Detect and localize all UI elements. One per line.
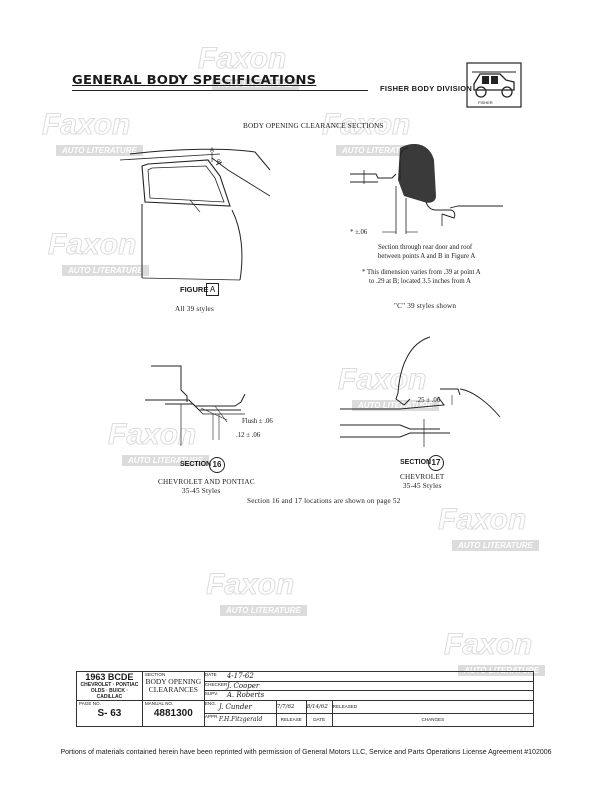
figure-a-point-a: A [210, 148, 215, 154]
date-label: DATE [204, 672, 217, 677]
section-17-number: 17 [428, 455, 444, 471]
division-name: FISHER BODY DIVISION [380, 84, 473, 93]
eng-date: 7/7/62 [276, 701, 306, 714]
page-heading: BODY OPENING CLEARANCE SECTIONS [243, 122, 384, 130]
manual-no-value: 4881300 [153, 708, 193, 719]
rear-section-note-2: to .29 at B; located 3.5 inches from A [369, 278, 471, 285]
checker-value: J. Cooper [226, 682, 260, 690]
rear-section-caption: "C" 39 styles shown [394, 302, 457, 310]
location-note: Section 16 and 17 locations are shown on… [247, 497, 401, 505]
release-column-label: RELEASE [280, 717, 302, 722]
title-block-section-1: BODY OPENING [145, 677, 202, 686]
rear-section-dimension: * ±.06 [350, 229, 368, 236]
section-16-flush-dim: Flush ± .06 [242, 418, 273, 425]
page-no-value: S- 63 [97, 708, 122, 719]
logo-caption: FISHER [478, 100, 493, 105]
appr-value: F.H.Fitzgerald [218, 716, 263, 723]
title-block-section-2: CLEARANCES [148, 685, 198, 694]
title-block-makes-1: CHEVROLET · PONTIAC [80, 682, 139, 688]
figure-a-letter: A [206, 283, 219, 296]
supv-label: SUPV. [204, 691, 219, 696]
release-date: 8/14/62 [306, 701, 332, 714]
section-16-label: SECTION [180, 461, 212, 468]
manual-no-label: MANUAL NO. [144, 701, 174, 706]
figure-a-point-b: B [217, 160, 222, 166]
eng-value: J. Cunder [218, 703, 252, 711]
section-16-number: 16 [209, 457, 225, 473]
date-column-label: DATE [313, 717, 326, 722]
appr-label: APPR. [204, 714, 219, 719]
date-value: 4-17-62 [226, 672, 254, 680]
section-16-make: CHEVROLET AND PONTIAC [158, 478, 255, 486]
figure-a-styles: All 39 styles [175, 305, 214, 313]
rear-section-desc-2: between points A and B in Figure A [378, 253, 476, 260]
rear-section-desc-1: Section through rear door and roof [378, 244, 473, 251]
section-16-gap-dim: .12 ± .06 [236, 432, 261, 439]
rear-section-note-1: * This dimension varies from .39 at poin… [362, 269, 481, 276]
section-17-make: CHEVROLET [400, 473, 445, 481]
section-16-drawing [145, 365, 246, 446]
copyright-footer: Portions of materials contained herein h… [60, 749, 552, 756]
section-16-styles: 35-45 Styles [182, 487, 221, 495]
section-17-styles: 35-45 Styles [403, 482, 442, 490]
figure-a-label: FIGURE [180, 285, 209, 294]
section-17-drawing [340, 336, 501, 447]
title-block-makes-2: OLDS · BUICK · CADILLAC [90, 688, 129, 700]
rear-door-section-drawing [350, 144, 503, 234]
title-block-year: 1963 BCDE [85, 672, 134, 682]
supv-value: A. Roberts [226, 691, 265, 699]
fisher-coach-logo [466, 62, 522, 108]
released-label: RELEASED [332, 701, 533, 714]
page-no-label: PAGE NO. [79, 701, 101, 706]
figure-a-drawing [120, 148, 271, 281]
eng-label: ENG. [204, 701, 217, 706]
title-block: 1963 BCDE CHEVROLET · PONTIAC OLDS · BUI… [76, 671, 535, 727]
title-block-section-label: SECTION [144, 672, 166, 677]
checker-label: CHECKER [204, 682, 228, 687]
section-17-dimension: .25 ± .06 [416, 397, 441, 404]
header-rule [72, 90, 368, 91]
document-title: GENERAL BODY SPECIFICATIONS [72, 72, 317, 87]
section-17-label: SECTION [400, 459, 432, 466]
changes-column-label: CHANGES [421, 717, 445, 722]
